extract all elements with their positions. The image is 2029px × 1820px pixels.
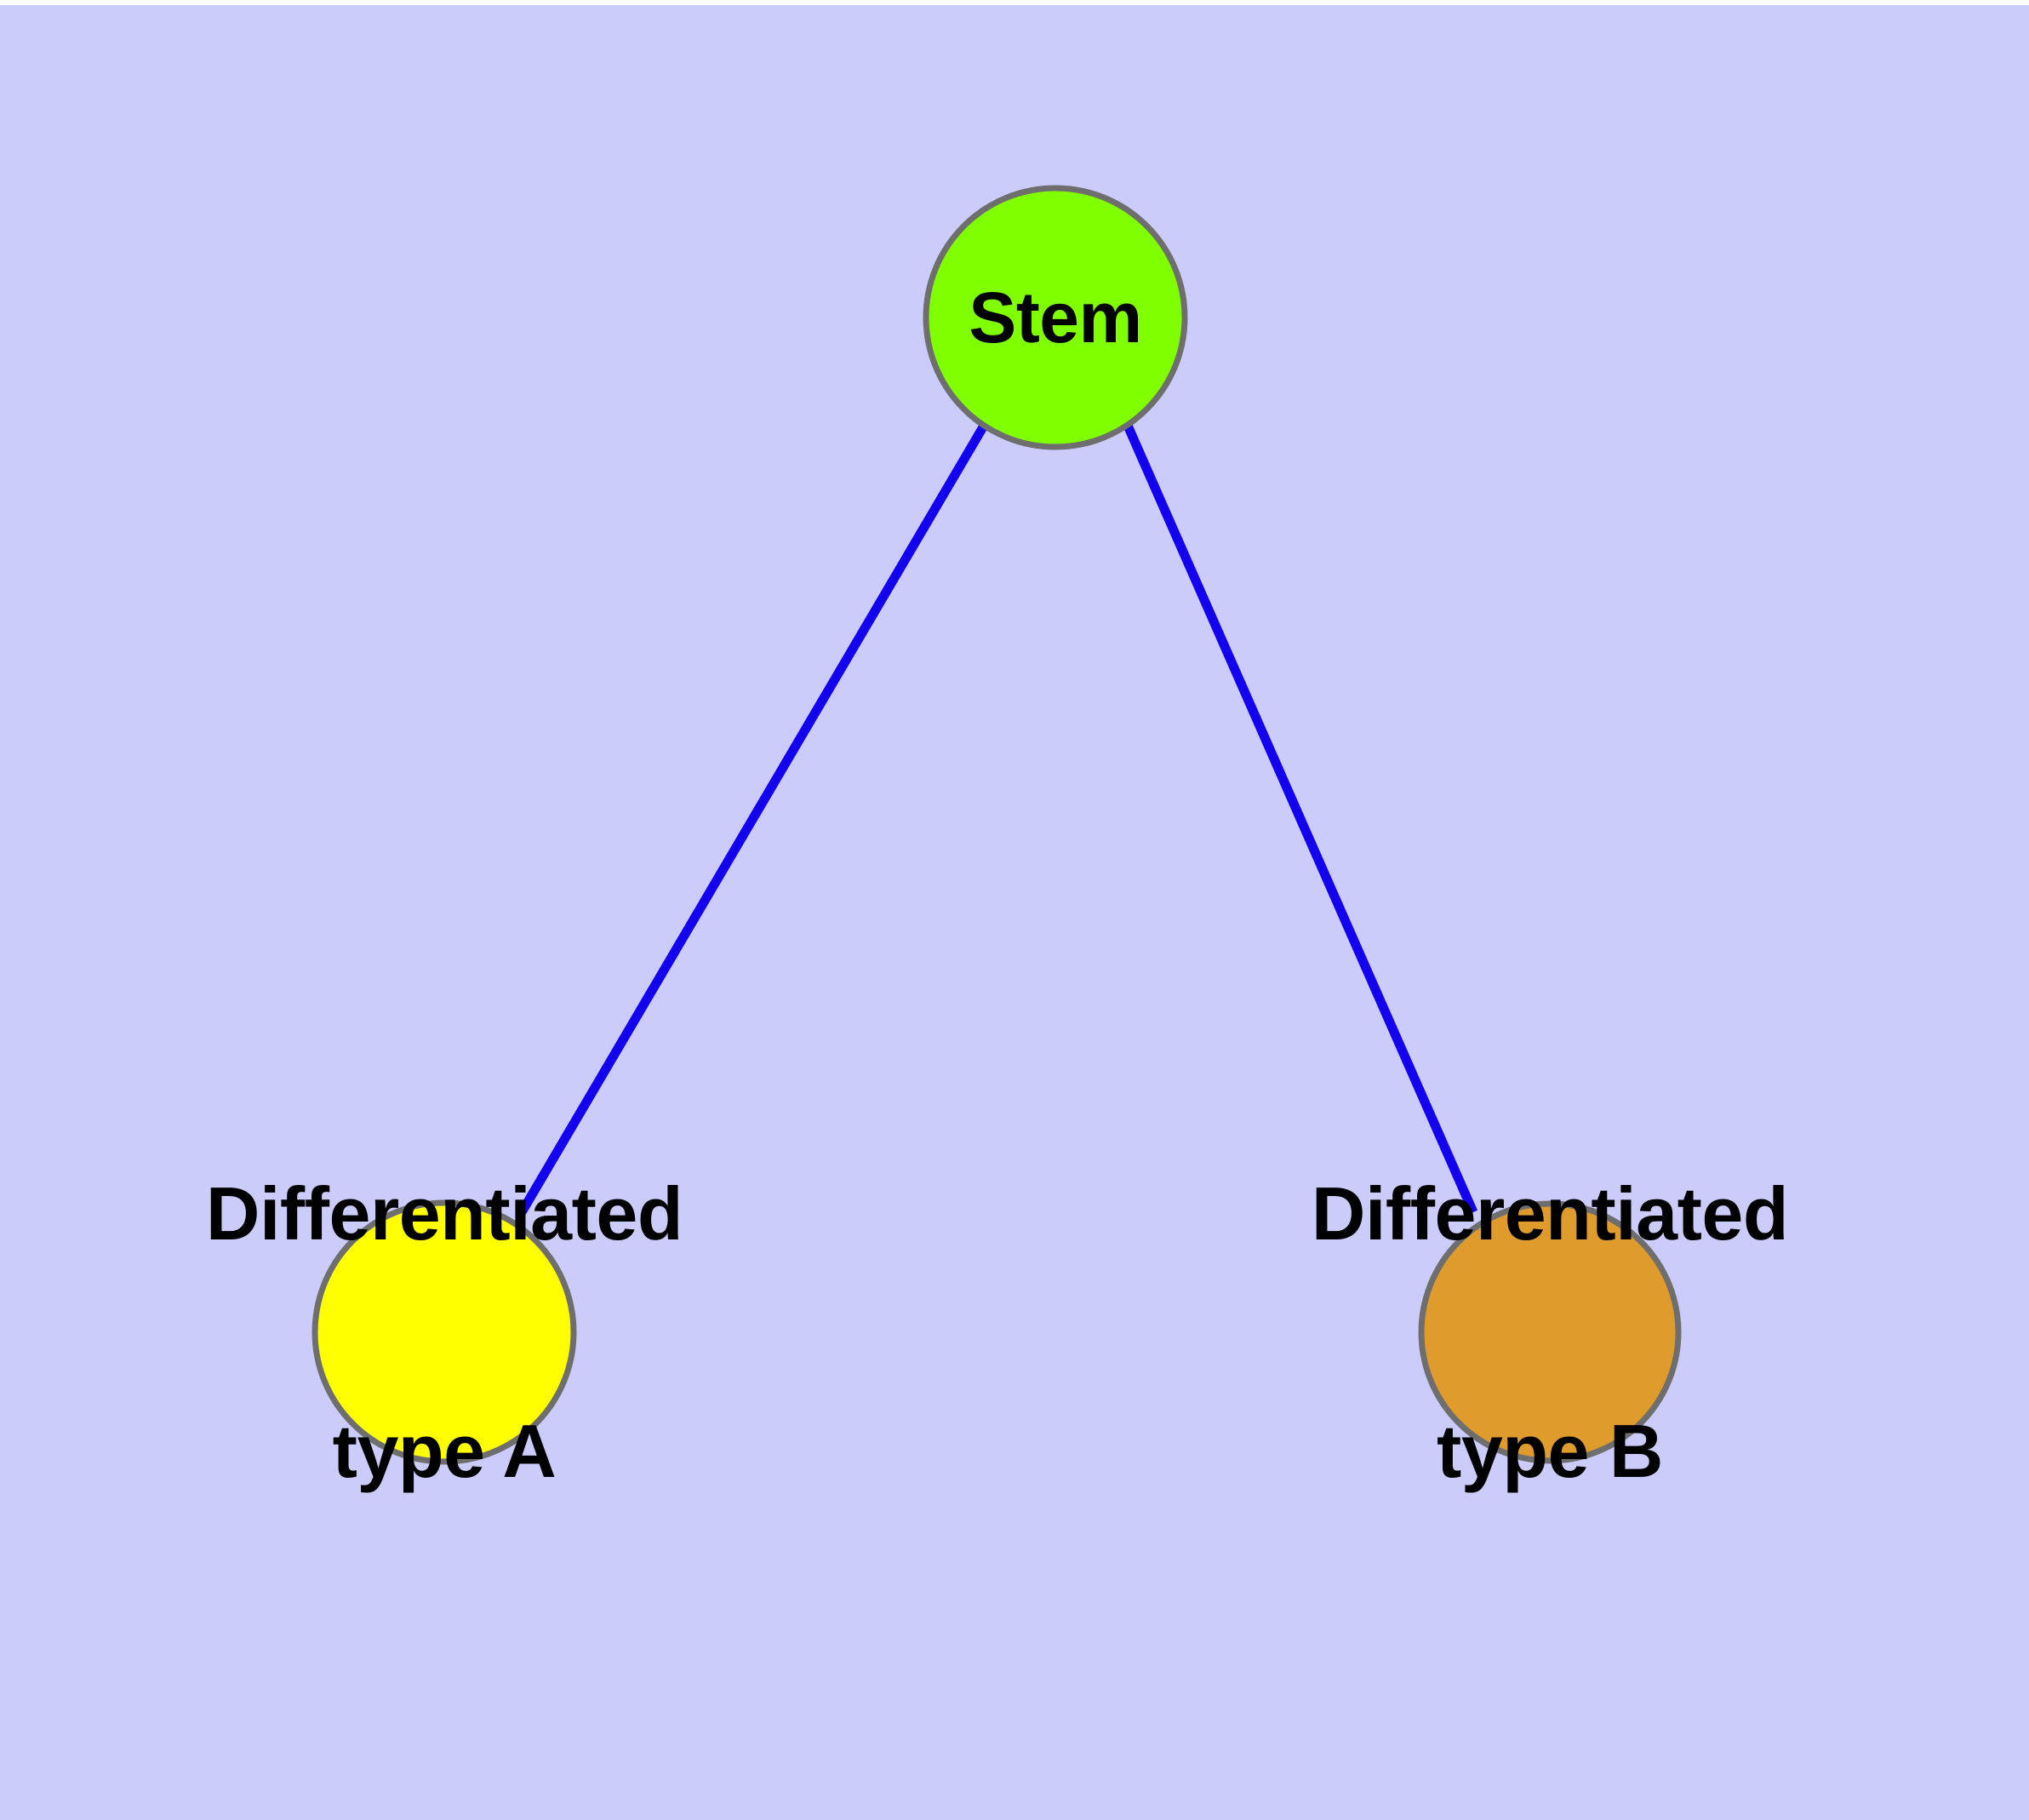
nodes-layer <box>311 185 1682 1465</box>
node-differentiated-type-b[interactable] <box>1418 1200 1682 1464</box>
edges-layer <box>517 423 1478 1215</box>
edge-stem-to-differentiated-a[interactable] <box>517 423 988 1215</box>
node-differentiated-type-a[interactable] <box>311 1199 577 1465</box>
node-stem[interactable] <box>923 185 1188 450</box>
edge-stem-to-differentiated-b[interactable] <box>1123 423 1478 1215</box>
top-white-strip <box>0 0 2029 5</box>
